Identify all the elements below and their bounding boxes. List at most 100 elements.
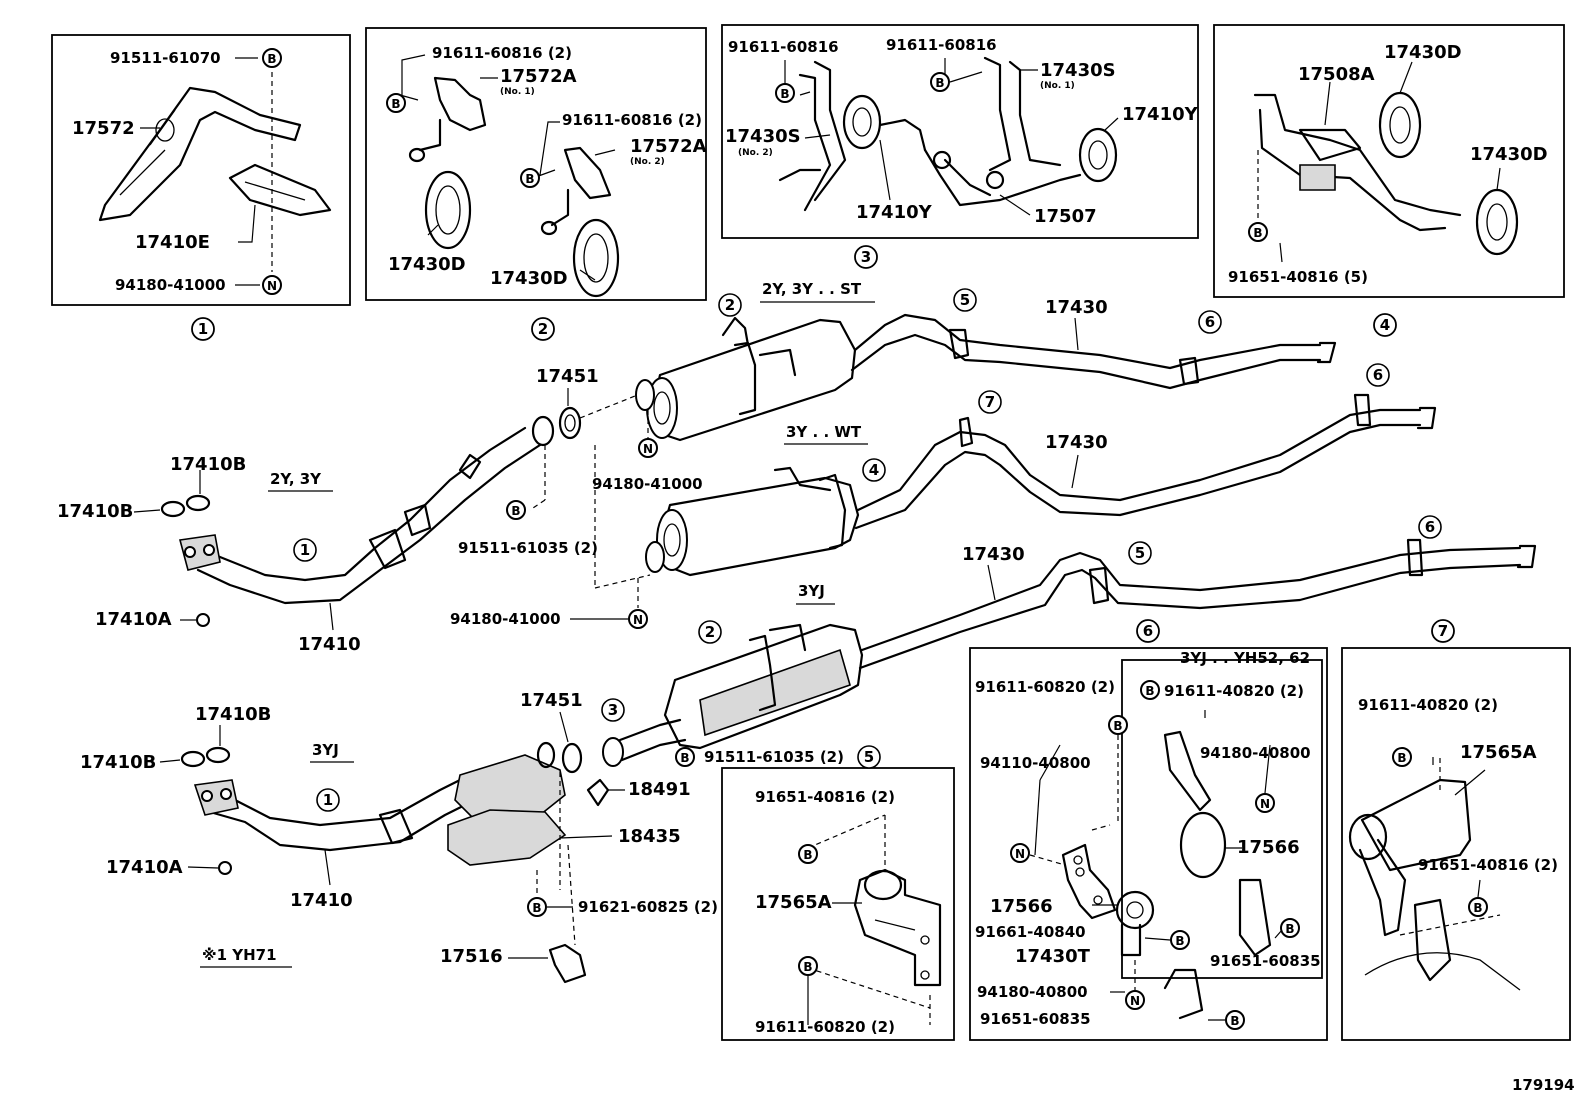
inset-box-7: [1341, 647, 1571, 1041]
inset-3-bolt-marker-2: B: [930, 72, 950, 92]
svg-text:7: 7: [985, 393, 995, 411]
svg-text:B: B: [1253, 226, 1262, 240]
gasket-17410B-b: [185, 494, 211, 512]
svg-text:2: 2: [705, 623, 715, 641]
svg-text:B: B: [267, 52, 276, 66]
svg-text:B: B: [1175, 934, 1184, 948]
inset-callout-4: 4: [1373, 313, 1397, 337]
part-label-17430D-b: 17430D: [490, 268, 568, 289]
part-label-94180-41000-2: 94180-41000: [450, 610, 561, 628]
part-label-91611-60816-b: 91611-60816 (2): [562, 111, 702, 129]
diagram-id: 179194: [1512, 1076, 1575, 1094]
inset-1-bolt-marker: B: [262, 48, 282, 68]
part-label-17430-3: 17430: [962, 544, 1025, 565]
inset-6-bolt-marker-2: B: [1170, 930, 1190, 950]
inset-7-bolt-marker-1: B: [1392, 747, 1412, 767]
assembly-3yj-bolt-marker-2: B: [527, 897, 547, 917]
svg-text:B: B: [803, 960, 812, 974]
part-label-17410A-1: 17410A: [95, 609, 172, 630]
part-label-94180-40800-a: 94180-40800: [1200, 744, 1311, 762]
part-label-17565A-b: 17565A: [1460, 742, 1537, 763]
svg-text:B: B: [1113, 719, 1122, 733]
inset-6-bolt-marker-4: B: [1140, 680, 1160, 700]
inset-6-bolt-marker-5: B: [1280, 918, 1300, 938]
assembly-2y3y-nut-marker: N: [638, 438, 658, 458]
svg-text:B: B: [1145, 684, 1154, 698]
inset-5-bolt-marker-1: B: [798, 844, 818, 864]
assembly-3y-wt-nut-marker: N: [628, 609, 648, 629]
part-label-17410B-4: 17410B: [80, 752, 156, 773]
inset-5-drawing: [807, 814, 942, 1025]
svg-text:3: 3: [608, 701, 618, 719]
part-note-17430S-no1: (No. 1): [1040, 81, 1075, 91]
callout-1-b: 1: [316, 788, 340, 812]
part-label-91611-60820-2a: 91611-60820 (2): [755, 1018, 895, 1036]
svg-text:N: N: [267, 279, 277, 293]
part-label-17430D-c: 17430D: [1384, 42, 1462, 63]
inset-7-bolt-marker-2: B: [1468, 897, 1488, 917]
inset-5-bolt-marker-2: B: [798, 956, 818, 976]
part-label-91651-60835-a: 91651-60835: [980, 1010, 1091, 1028]
callout-6-a: 6: [1198, 310, 1222, 334]
inset-6-nut-marker-2: N: [1125, 990, 1145, 1010]
part-note-17430S-no2: (No. 2): [738, 148, 773, 158]
inset-box-5: [721, 767, 955, 1041]
part-label-91651-40816-5: 91651-40816 (5): [1228, 268, 1368, 286]
part-label-94180-41000: 94180-41000: [115, 276, 226, 294]
part-label-17430T: 17430T: [1015, 946, 1091, 967]
gasket-17410B-c: [180, 750, 206, 768]
part-label-17572A-no2: 17572A: [630, 136, 707, 157]
svg-text:4: 4: [869, 461, 879, 479]
part-label-18435: 18435: [618, 826, 681, 847]
inset-3-drawing: [778, 56, 1119, 216]
part-label-91511-61035-1: 91511-61035 (2): [458, 539, 598, 557]
svg-text:2: 2: [538, 320, 548, 338]
inset-1-drawing: [98, 57, 332, 286]
part-label-17410B-3: 17410B: [195, 704, 271, 725]
part-label-91611-60820-2b: 91611-60820 (2): [975, 678, 1115, 696]
svg-text:1: 1: [323, 791, 333, 809]
callout-1-a: 1: [293, 538, 317, 562]
inset-box-1: [51, 34, 351, 306]
nut-17410A-a: [196, 613, 210, 627]
svg-text:N: N: [1260, 797, 1270, 811]
svg-text:B: B: [532, 901, 541, 915]
nut-17410A-b: [218, 861, 232, 875]
variant-label-3y-wt: 3Y . . WT: [786, 423, 862, 441]
part-label-17572A-no1: 17572A: [500, 66, 577, 87]
part-label-17410Y-a: 17410Y: [1122, 104, 1199, 125]
svg-text:6: 6: [1425, 518, 1435, 536]
inset-7-drawing: [1348, 757, 1521, 991]
inset-6-nut-marker-1: N: [1010, 843, 1030, 863]
part-label-17410B-2: 17410B: [57, 501, 133, 522]
part-label-91651-40816-2a: 91651-40816 (2): [755, 788, 895, 806]
part-label-17572: 17572: [72, 118, 135, 139]
svg-text:4: 4: [1380, 316, 1390, 334]
svg-text:N: N: [633, 613, 643, 627]
inset-4-drawing: [1253, 61, 1519, 263]
part-note-no1: (No. 1): [500, 87, 535, 97]
inset-6-drawing: [1029, 710, 1272, 1020]
svg-text:B: B: [511, 504, 520, 518]
svg-text:B: B: [780, 87, 789, 101]
part-label-17430S-no2: 17430S: [725, 126, 801, 147]
part-label-91611-40820-2a: 91611-40820 (2): [1164, 682, 1304, 700]
part-label-17430S-no1: 17430S: [1040, 60, 1116, 81]
part-label-17430D-d: 17430D: [1470, 144, 1548, 165]
gasket-17410B-a: [160, 500, 186, 518]
svg-text:1: 1: [198, 320, 208, 338]
callout-6-b: 6: [1366, 363, 1390, 387]
part-label-17410A-2: 17410A: [106, 857, 183, 878]
svg-text:B: B: [935, 76, 944, 90]
part-label-94180-41000-1: 94180-41000: [592, 475, 703, 493]
part-label-91621-60825: 91621-60825 (2): [578, 898, 718, 916]
inset-2-bolt-marker-1: B: [386, 93, 406, 113]
part-label-17451-2: 17451: [520, 690, 583, 711]
svg-text:6: 6: [1143, 622, 1153, 640]
assembly-3yj-bolt-marker-1: B: [675, 747, 695, 767]
variant-label-2y3y: 2Y, 3Y: [270, 470, 322, 488]
part-label-91651-60835-b: 91651-60835: [1210, 952, 1321, 970]
part-label-91511-61035-2: 91511-61035 (2): [704, 748, 844, 766]
svg-text:B: B: [1285, 922, 1294, 936]
